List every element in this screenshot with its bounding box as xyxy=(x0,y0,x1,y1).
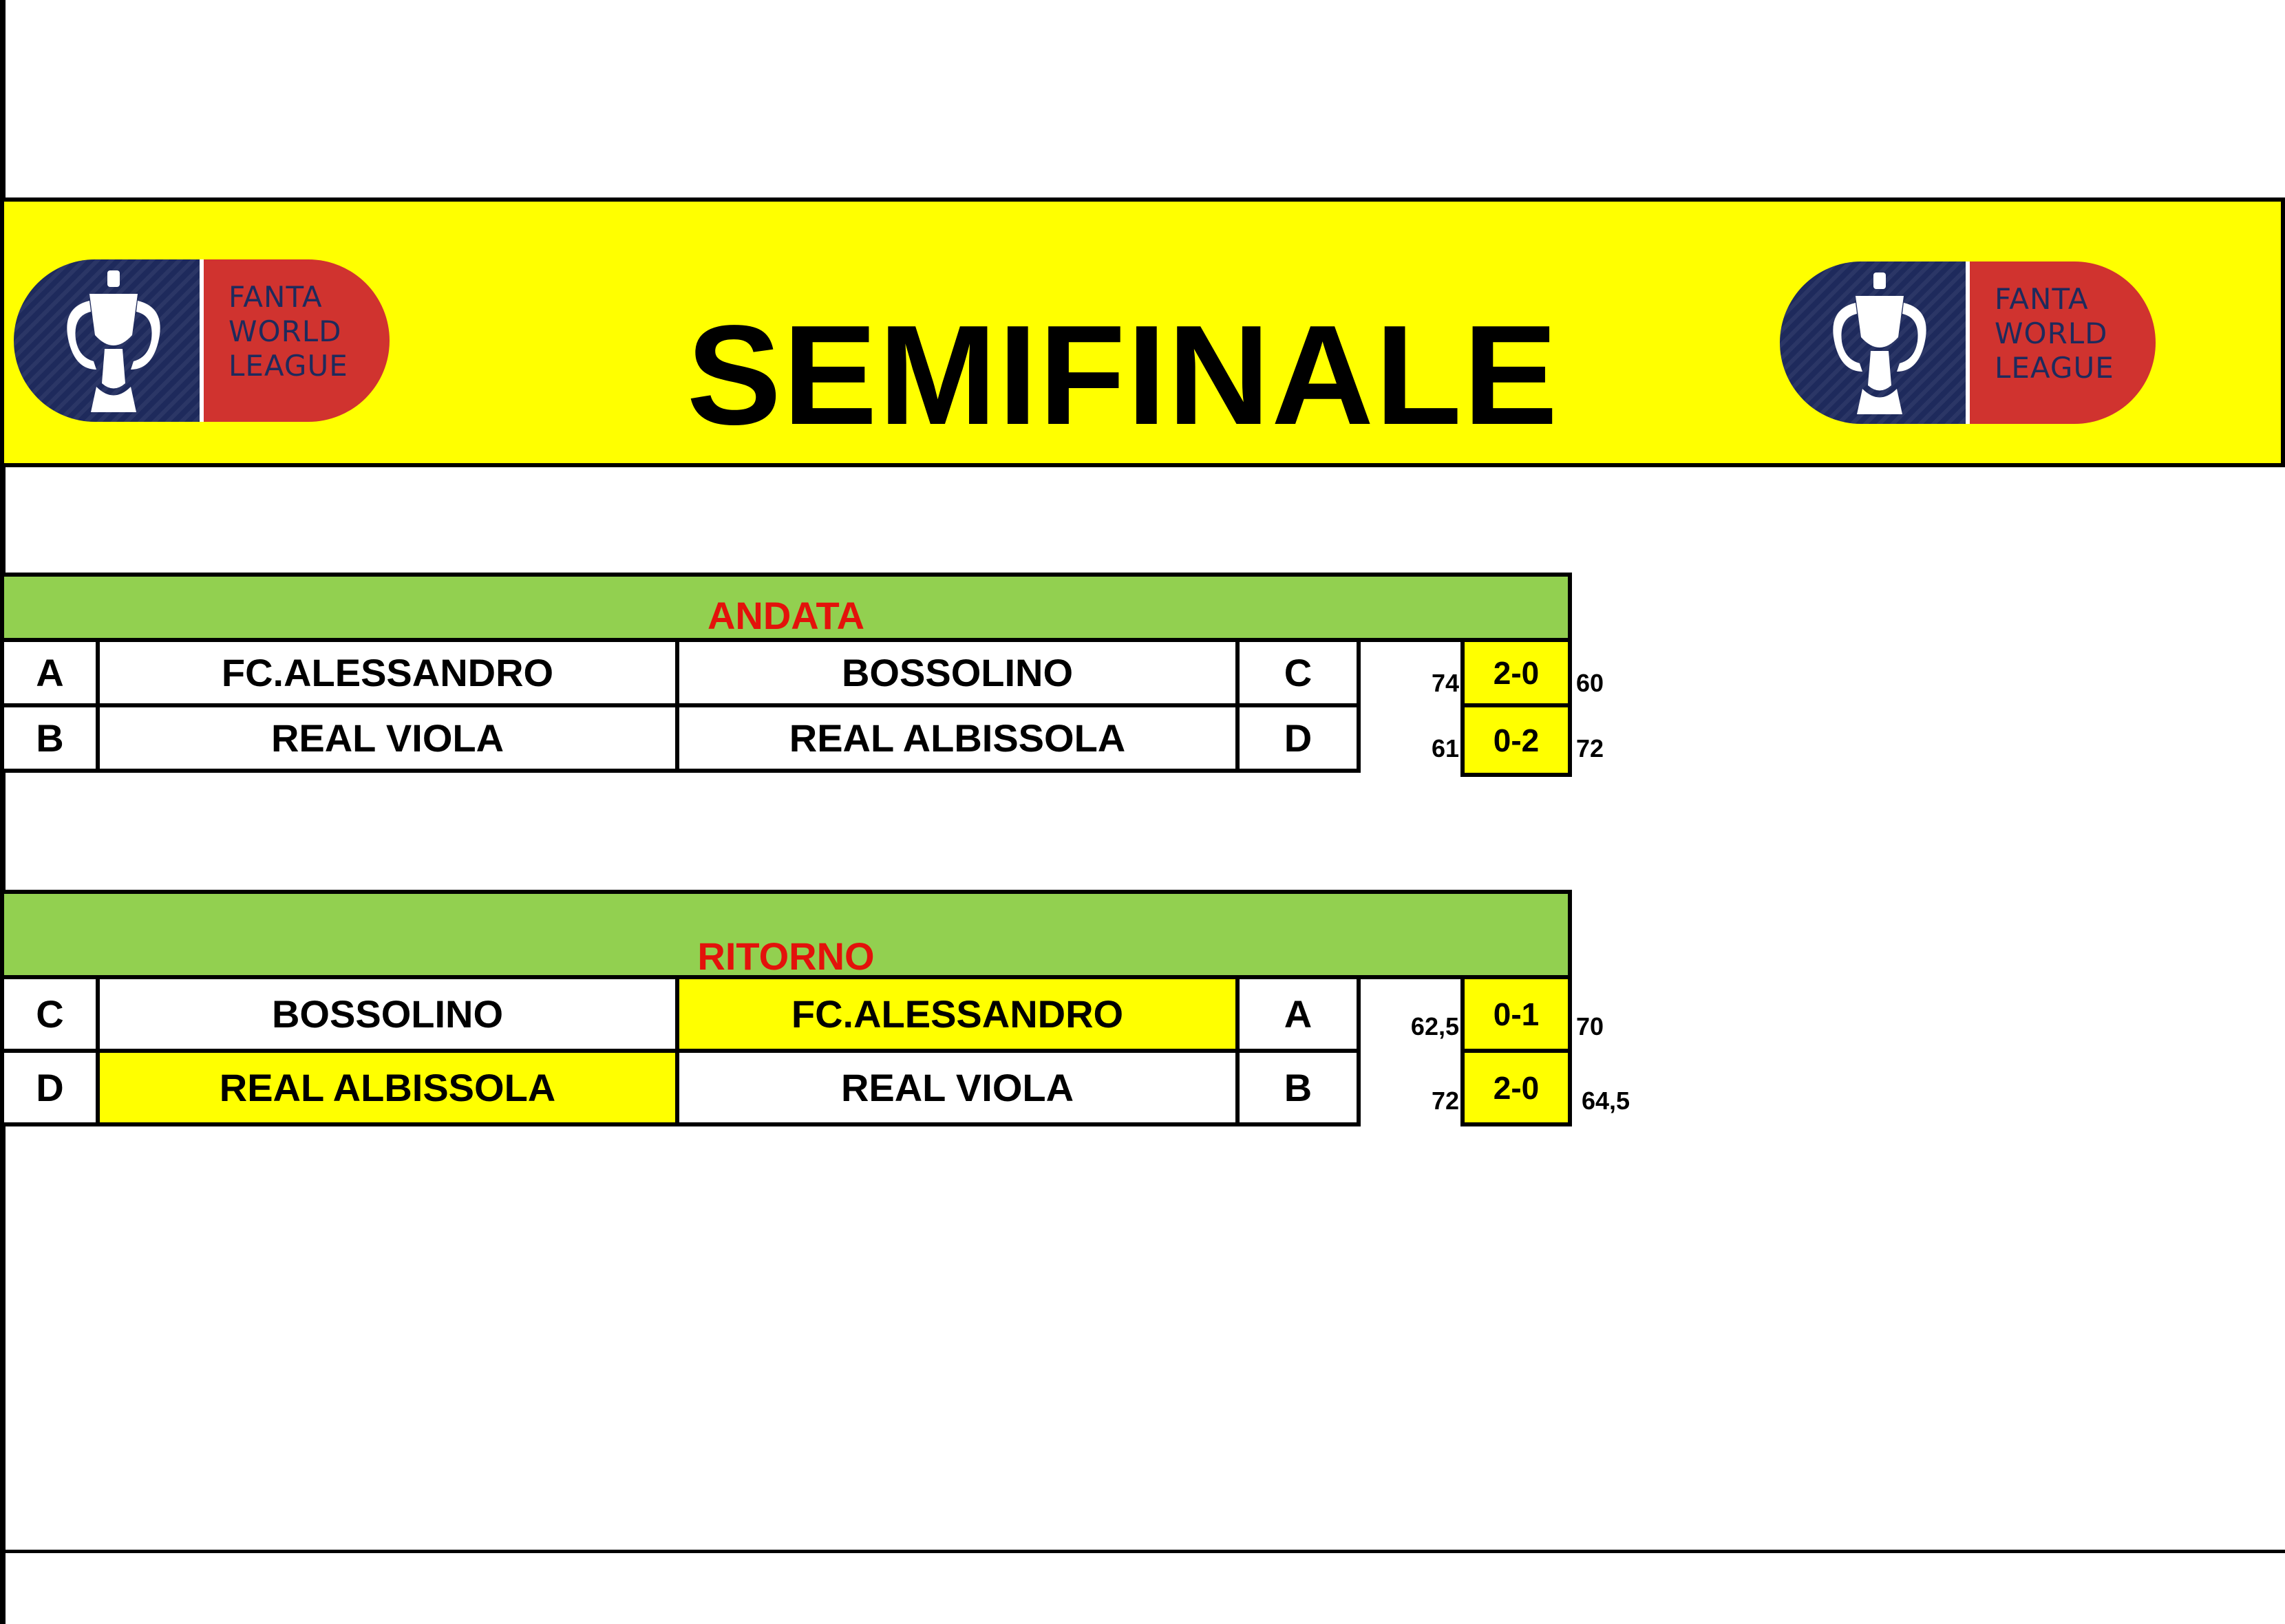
home-points: 72 xyxy=(1431,1086,1459,1115)
ritorno-label: RITORNO xyxy=(697,934,875,978)
logo-text-line: WORLD xyxy=(228,314,342,348)
away-points: 60 xyxy=(1576,668,1604,697)
away-team-cell-winner: FC.ALESSANDRO xyxy=(675,975,1240,1053)
score-cell: 0-1 xyxy=(1460,975,1572,1053)
logo-text-line: FANTA xyxy=(1995,282,2089,316)
logo-red-panel: FANTA WORLD LEAGUE xyxy=(1966,261,2156,424)
away-points: 72 xyxy=(1576,734,1604,762)
andata-header: ANDATA xyxy=(0,573,1572,642)
away-group-cell: B xyxy=(1235,1049,1361,1126)
page-bottom-rule xyxy=(0,1550,2285,1553)
ritorno-header: RITORNO xyxy=(0,890,1572,979)
away-points: 64,5 xyxy=(1582,1086,1630,1115)
away-points: 70 xyxy=(1576,1012,1604,1040)
home-points: 74 xyxy=(1431,668,1459,697)
home-group-cell: D xyxy=(0,1049,100,1126)
logo-text-line: WORLD xyxy=(1995,317,2108,350)
logo-blue-panel xyxy=(14,259,200,422)
away-team-cell: REAL VIOLA xyxy=(675,1049,1240,1126)
logo-text-line: LEAGUE xyxy=(1995,351,2114,385)
logo-blue-panel xyxy=(1780,261,1966,424)
home-team-cell: FC.ALESSANDRO xyxy=(96,638,679,707)
trophy-icon xyxy=(1833,273,1926,414)
league-logo-left: FANTA WORLD LEAGUE xyxy=(14,259,390,422)
away-team-cell: REAL ALBISSOLA xyxy=(675,703,1240,773)
logo-text-line: FANTA xyxy=(228,280,323,314)
logo-red-panel: FANTA WORLD LEAGUE xyxy=(200,259,390,422)
away-group-cell: C xyxy=(1235,638,1361,707)
home-group-cell: B xyxy=(0,703,100,773)
home-group-cell: A xyxy=(0,638,100,707)
home-team-cell-winner: REAL ALBISSOLA xyxy=(96,1049,679,1126)
logo-text-line: LEAGUE xyxy=(228,349,348,383)
page-left-border xyxy=(0,0,6,1624)
andata-label: ANDATA xyxy=(707,594,865,637)
away-team-cell: BOSSOLINO xyxy=(675,638,1240,707)
league-logo-right: FANTA WORLD LEAGUE xyxy=(1780,261,2156,424)
away-group-cell: A xyxy=(1235,975,1361,1053)
score-cell: 2-0 xyxy=(1460,638,1572,707)
home-group-cell: C xyxy=(0,975,100,1053)
home-team-cell: REAL VIOLA xyxy=(96,703,679,773)
trophy-icon xyxy=(67,270,160,412)
home-points: 61 xyxy=(1431,734,1459,762)
page-title: SEMIFINALE xyxy=(686,296,1560,454)
away-group-cell: D xyxy=(1235,703,1361,773)
score-cell: 2-0 xyxy=(1460,1049,1572,1126)
home-team-cell: BOSSOLINO xyxy=(96,975,679,1053)
score-cell: 0-2 xyxy=(1460,703,1572,777)
home-points: 62,5 xyxy=(1410,1012,1459,1040)
